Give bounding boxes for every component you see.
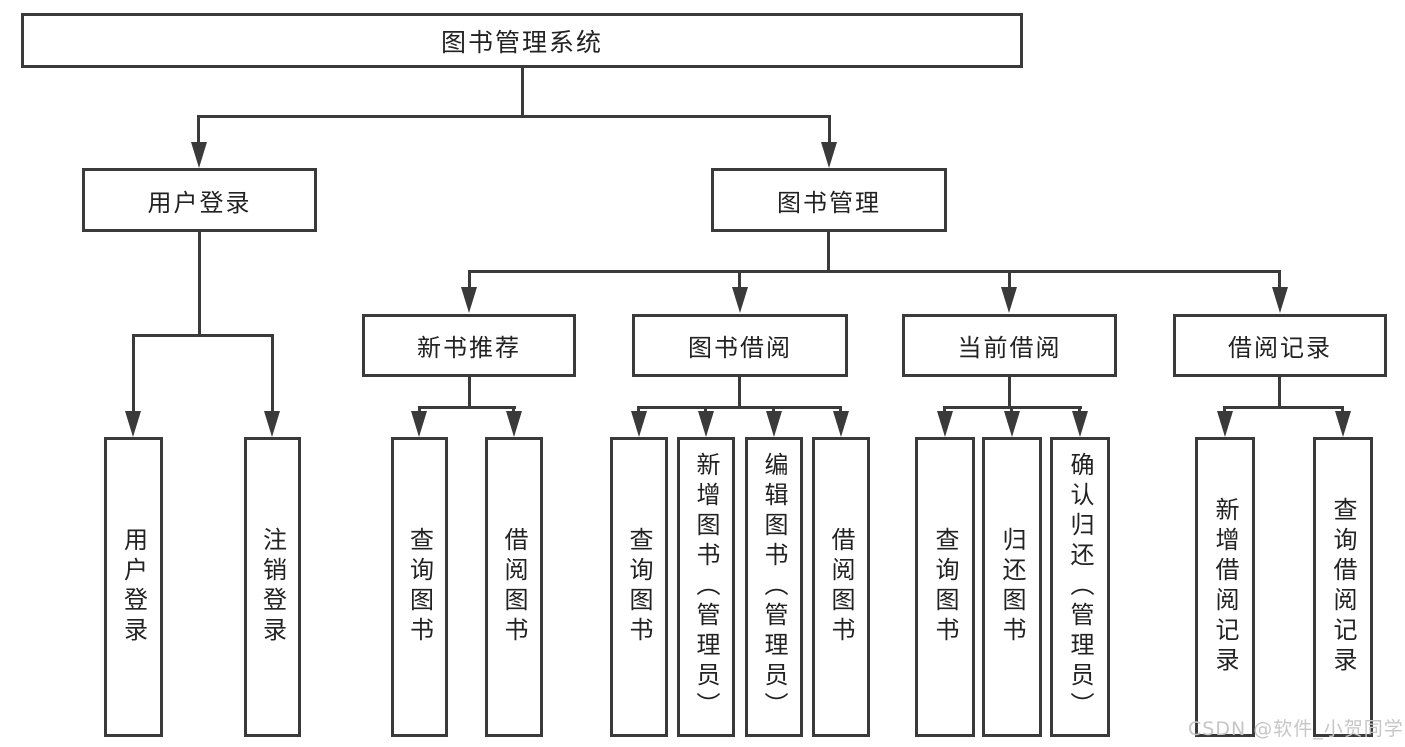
- leaf-query-books-recommend-label: 查询图书: [405, 527, 434, 647]
- arrowhead-current-borrowing: [1001, 287, 1017, 313]
- leaf-query-books-borrowing: 查询图书: [610, 437, 668, 737]
- connector-current-borrowing-bar: [944, 406, 1082, 409]
- node-user-login: 用户登录: [82, 168, 317, 232]
- leaf-return-books-label: 归还图书: [998, 527, 1026, 647]
- connector-user-login-bar: [132, 334, 273, 337]
- arrowhead-leaf: [1004, 411, 1020, 437]
- arrowhead-new-book: [461, 287, 477, 313]
- arrowhead-borrowing-records: [1272, 287, 1288, 313]
- node-borrowing-records: 借阅记录: [1173, 314, 1387, 377]
- node-current-borrowing: 当前借阅: [902, 314, 1117, 377]
- connector-drop-user-login: [197, 115, 200, 143]
- connector-book-mgmt-stem: [827, 232, 830, 272]
- leaf-query-books-borrowing-label: 查询图书: [625, 527, 653, 647]
- arrowhead-user-login: [191, 142, 207, 168]
- connector-drop-leaf: [772, 406, 775, 414]
- connector-drop-book-management: [828, 115, 831, 143]
- arrowhead-book-borrowing: [732, 287, 748, 313]
- leaf-borrow-books-recommend-label: 借阅图书: [500, 527, 528, 647]
- leaf-query-borrow-record-label: 查询借阅记录: [1329, 497, 1357, 677]
- arrowhead-leaf: [1072, 411, 1088, 437]
- leaf-edit-books-admin: 编辑图书（管理员）: [745, 437, 803, 737]
- leaf-add-borrow-record: 新增借阅记录: [1195, 437, 1255, 737]
- connector-drop-borrowing-records: [1278, 270, 1281, 289]
- connector-drop-leaf: [418, 406, 421, 414]
- leaf-add-books-admin: 新增图书（管理员）: [677, 437, 735, 737]
- connector-drop-leaf: [512, 406, 515, 414]
- connector-drop-leaf: [839, 406, 842, 414]
- connector-book-borrowing-bar: [638, 406, 842, 409]
- arrowhead-login-leaf: [125, 411, 141, 437]
- arrowhead-logout-leaf: [264, 411, 280, 437]
- connector-drop-leaf: [1223, 406, 1226, 414]
- connector-drop-leaf: [637, 406, 640, 414]
- arrowhead-book-management: [821, 142, 837, 168]
- leaf-logout-label: 注销登录: [258, 527, 287, 647]
- leaf-query-books-current-label: 查询图书: [931, 527, 959, 647]
- connector-drop-leaf: [1341, 406, 1344, 414]
- arrowhead-leaf: [411, 411, 427, 437]
- connector-root-stem: [521, 68, 524, 117]
- connector-drop-new-book: [468, 270, 471, 289]
- leaf-edit-books-admin-label: 编辑图书（管理员）: [760, 452, 788, 722]
- connector-borrowing-records-stem: [1278, 377, 1281, 408]
- node-book-management: 图书管理: [711, 168, 947, 232]
- csdn-watermark: CSDN @软件_小贺同学: [1188, 718, 1404, 740]
- leaf-query-borrow-record: 查询借阅记录: [1313, 437, 1373, 737]
- node-book-borrowing: 图书借阅: [632, 314, 848, 377]
- leaf-user-login: 用户登录: [104, 437, 163, 737]
- leaf-add-books-admin-label: 新增图书（管理员）: [692, 452, 720, 722]
- leaf-add-borrow-record-label: 新增借阅记录: [1211, 497, 1239, 677]
- connector-drop-current-borrowing: [1008, 270, 1011, 289]
- leaf-query-books-recommend: 查询图书: [391, 437, 448, 737]
- leaf-query-books-current: 查询图书: [915, 437, 975, 737]
- connector-drop-login-leaf: [132, 334, 135, 412]
- connector-new-book-stem: [468, 377, 471, 408]
- node-root-library-system: 图书管理系统: [21, 13, 1023, 68]
- connector-root-bar: [197, 115, 831, 118]
- connector-drop-leaf: [1010, 406, 1013, 414]
- arrowhead-leaf: [937, 411, 953, 437]
- leaf-logout: 注销登录: [244, 437, 301, 737]
- connector-drop-book-borrowing: [738, 270, 741, 289]
- leaf-borrow-books-borrowing: 借阅图书: [812, 437, 870, 737]
- arrowhead-leaf: [698, 411, 714, 437]
- arrowhead-leaf: [833, 411, 849, 437]
- connector-drop-leaf: [1078, 406, 1081, 414]
- connector-borrowing-records-bar: [1224, 406, 1344, 409]
- connector-drop-leaf: [943, 406, 946, 414]
- leaf-confirm-return-admin: 确认归还（管理员）: [1050, 437, 1110, 737]
- arrowhead-leaf: [1335, 411, 1351, 437]
- arrowhead-leaf: [1217, 411, 1233, 437]
- connector-new-book-bar: [418, 406, 516, 409]
- arrowhead-leaf: [631, 411, 647, 437]
- connector-drop-leaf: [704, 406, 707, 414]
- connector-drop-logout-leaf: [271, 334, 274, 412]
- leaf-borrow-books-recommend: 借阅图书: [485, 437, 543, 737]
- leaf-borrow-books-borrowing-label: 借阅图书: [827, 527, 855, 647]
- node-new-book-recommendation: 新书推荐: [362, 314, 576, 377]
- leaf-user-login-label: 用户登录: [119, 527, 148, 647]
- leaf-confirm-return-admin-label: 确认归还（管理员）: [1066, 452, 1094, 722]
- arrowhead-leaf: [766, 411, 782, 437]
- arrowhead-leaf: [506, 411, 522, 437]
- connector-book-borrowing-stem: [738, 377, 741, 408]
- connector-current-borrowing-stem: [1008, 377, 1011, 408]
- leaf-return-books: 归还图书: [982, 437, 1042, 737]
- connector-user-login-stem: [198, 232, 201, 336]
- connector-book-mgmt-bar: [468, 270, 1281, 273]
